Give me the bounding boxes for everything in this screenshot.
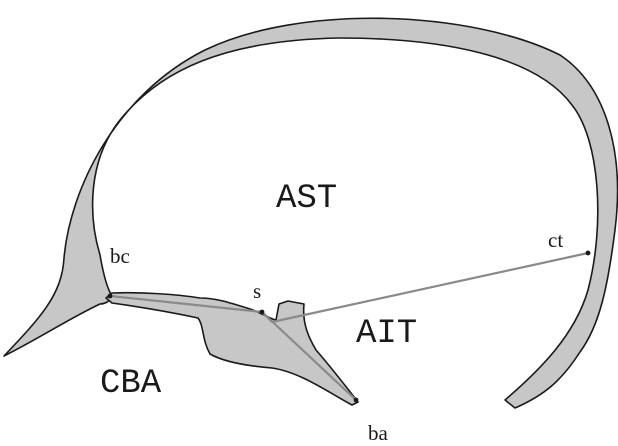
landmark-s-point (260, 310, 265, 315)
landmark-bc-point (108, 294, 113, 299)
landmark-ba-point (354, 398, 359, 403)
landmark-ct-point (586, 251, 591, 256)
region-label-ast: AST (276, 180, 337, 218)
landmark-label-bc: bc (110, 244, 130, 268)
region-label-cba: CBA (100, 365, 162, 403)
landmark-label-s: s (253, 279, 261, 303)
line-ct-to-s (272, 253, 588, 322)
region-label-ait: AIT (356, 315, 417, 353)
landmark-label-ba: ba (368, 421, 389, 445)
landmark-label-ct: ct (548, 228, 563, 252)
